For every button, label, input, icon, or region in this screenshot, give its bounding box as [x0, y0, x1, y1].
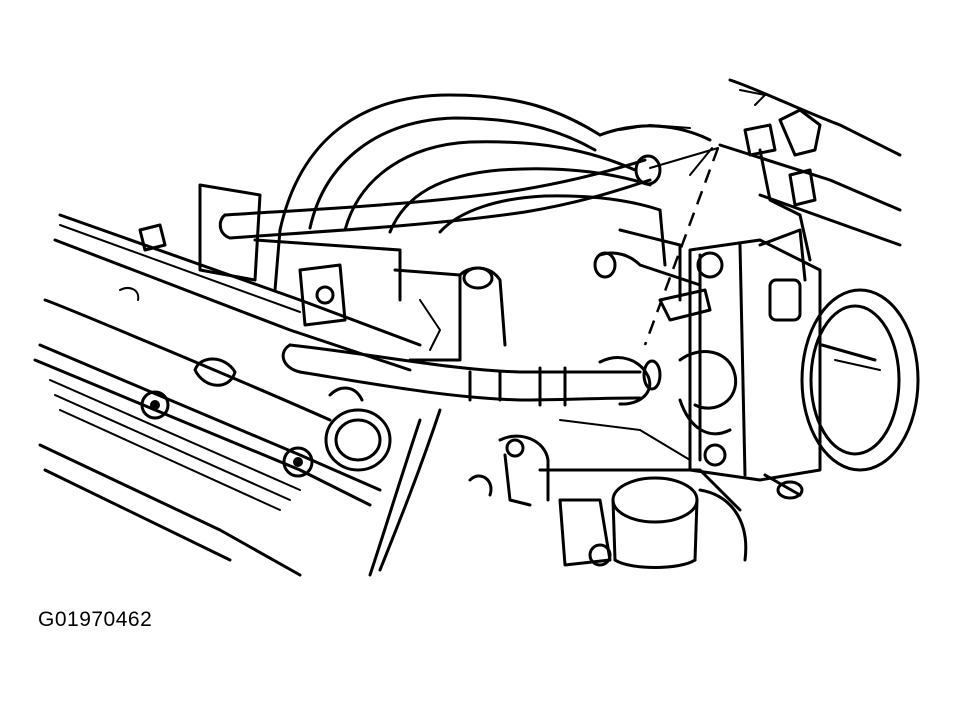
valve-cover-left [33, 213, 422, 577]
engine-intake-illustration [33, 78, 920, 577]
figure-id-label: G01970462 [38, 608, 153, 631]
oil-filler-neck [324, 386, 392, 472]
manifold-base [198, 183, 507, 362]
throttle-body [678, 228, 920, 500]
pcv-fitting [593, 228, 712, 322]
line-drawing [33, 78, 920, 577]
vent-tube [218, 154, 662, 240]
lower-engine-block [368, 408, 748, 577]
coolant-hose [281, 343, 662, 407]
sensor-connector [718, 78, 902, 262]
